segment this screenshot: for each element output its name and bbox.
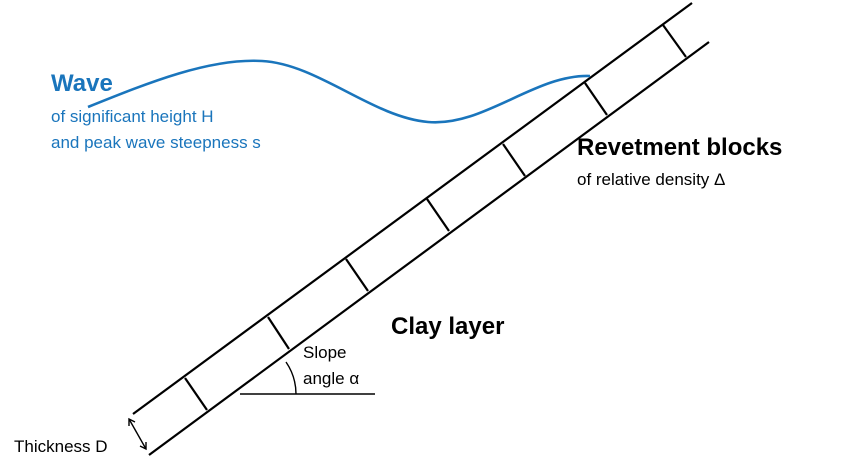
revetment-density-label: of relative density Δ [577, 170, 726, 189]
wave-height-label: of significant height H [51, 107, 214, 126]
block-joint [662, 24, 687, 58]
slope-angle-arc [285, 361, 297, 395]
clay-layer-label: Clay layer [391, 313, 505, 340]
block-joints [184, 24, 687, 411]
block-joint [584, 82, 608, 116]
slope-label: Slope [303, 343, 347, 362]
wave-profile [87, 59, 591, 124]
thickness-arrow [128, 417, 147, 451]
slope-angle-label: angle α [303, 369, 360, 388]
revetment-top-edge [132, 2, 693, 415]
revetment-bottom-edge [148, 41, 710, 456]
revetment-title: Revetment blocks [577, 134, 783, 161]
thickness-label: Thickness D [14, 437, 108, 456]
arrowhead-bottom [139, 442, 147, 451]
block-joint [426, 198, 450, 232]
block-joint [267, 316, 290, 350]
block-joint [345, 258, 369, 292]
block-joint [184, 377, 208, 411]
arrowhead-top [128, 417, 136, 426]
wave-steepness-label: and peak wave steepness s [51, 133, 261, 152]
block-joint [502, 143, 526, 177]
wave-title: Wave [51, 70, 113, 97]
